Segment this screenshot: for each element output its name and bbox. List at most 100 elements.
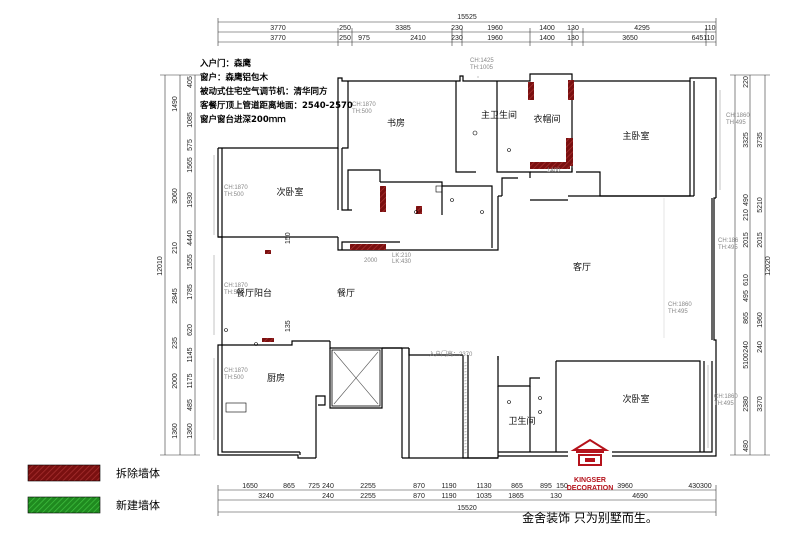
svg-text:130: 130 — [550, 493, 562, 500]
svg-text:240: 240 — [743, 341, 750, 353]
dim-left-total: 12010 — [157, 256, 164, 276]
note-entrance-height: 入户门高：2370 — [429, 350, 473, 358]
svg-text:480: 480 — [743, 440, 750, 452]
entry-corridor — [464, 362, 467, 455]
svg-text:窗户：森鹰铝包木: 窗户：森鹰铝包木 — [200, 72, 269, 83]
svg-text:1035: 1035 — [476, 493, 492, 500]
top-dimensions — [217, 18, 717, 46]
svg-text:客餐厅顶上管道距离地面：2540-2570: 客餐厅顶上管道距离地面：2540-2570 — [199, 100, 353, 111]
svg-text:1360: 1360 — [172, 423, 179, 439]
svg-text:4295: 4295 — [634, 25, 650, 32]
svg-text:645110: 645110 — [692, 35, 715, 42]
svg-text:CH:1425: CH:1425 — [470, 58, 494, 64]
svg-text:620: 620 — [187, 324, 194, 336]
svg-text:CH:1860: CH:1860 — [668, 302, 692, 308]
svg-text:3650: 3650 — [622, 35, 638, 42]
svg-text:4440: 4440 — [187, 230, 194, 246]
bottom-dimensions — [217, 485, 717, 516]
svg-text:3060: 3060 — [172, 188, 179, 204]
brand-name: KINGSER — [574, 477, 606, 484]
svg-text:TH:500: TH:500 — [224, 290, 244, 296]
svg-text:865: 865 — [511, 483, 523, 490]
brand-sub: DECORATION — [567, 485, 614, 492]
svg-text:1960: 1960 — [487, 35, 503, 42]
note-135: 135 — [285, 320, 292, 332]
svg-text:240: 240 — [322, 493, 334, 500]
svg-text:CH:1870: CH:1870 — [224, 185, 248, 191]
svg-text:250: 250 — [339, 35, 351, 42]
svg-text:250: 250 — [339, 25, 351, 32]
svg-text:2015: 2015 — [757, 232, 764, 248]
svg-text:495: 495 — [743, 290, 750, 302]
room-second-bedroom-2: 次卧室 — [622, 393, 649, 405]
svg-text:870: 870 — [413, 493, 425, 500]
svg-text:865: 865 — [283, 483, 295, 490]
svg-text:230: 230 — [451, 35, 463, 42]
svg-text:1930: 1930 — [187, 192, 194, 208]
svg-text:被动式住宅空气调节机：清华同方: 被动式住宅空气调节机：清华同方 — [200, 86, 328, 97]
svg-text:430300: 430300 — [688, 483, 711, 490]
svg-text:1960: 1960 — [487, 25, 503, 32]
svg-text:2410: 2410 — [410, 35, 426, 42]
note-lk-sm: 2000 — [364, 258, 378, 264]
room-dining-balcony: 餐厅阳台 — [236, 287, 272, 299]
dim-left-row1: 1490 3060 210 2845 235 2000 1360 — [172, 96, 179, 439]
room-kitchen: 厨房 — [267, 372, 285, 384]
svg-text:1565: 1565 — [187, 157, 194, 173]
svg-text:TH:495: TH:495 — [726, 120, 746, 126]
svg-text:TH:500: TH:500 — [224, 375, 244, 381]
dim-top-total: 15525 — [457, 14, 477, 21]
svg-text:575: 575 — [187, 139, 194, 151]
dim-top-row2: 3770 250 975 2410 230 1960 1400 130 3650… — [270, 35, 714, 42]
right-dimensions — [730, 74, 770, 456]
svg-text:5100: 5100 — [743, 353, 750, 369]
svg-text:485: 485 — [187, 399, 194, 411]
svg-text:1175: 1175 — [187, 373, 194, 388]
svg-text:1190: 1190 — [441, 493, 456, 500]
dim-bottom-row2: 3240 240 2255 870 1190 1035 1865 130 469… — [258, 493, 648, 500]
room-study: 书房 — [387, 117, 405, 129]
svg-text:1960: 1960 — [757, 312, 764, 328]
fixtures — [224, 130, 542, 414]
svg-text:2845: 2845 — [172, 288, 179, 304]
svg-text:1650: 1650 — [242, 483, 258, 490]
room-dining: 餐厅 — [337, 287, 355, 299]
svg-text:870: 870 — [413, 483, 425, 490]
dim-right-total: 12020 — [765, 256, 772, 276]
svg-text:CH:1860: CH:1860 — [726, 113, 750, 119]
legend-demolish-swatch — [27, 464, 101, 482]
svg-text:TH:495: TH:495 — [668, 309, 688, 315]
svg-text:3385: 3385 — [395, 25, 411, 32]
svg-text:1130: 1130 — [476, 483, 491, 490]
svg-text:窗户窗台进深200ｍｍ: 窗户窗台进深200ｍｍ — [200, 114, 286, 125]
ceiling-heights: CH:1425 TH:1005 CH:1870 TH:500 CH:1870 T… — [224, 58, 750, 407]
note-small-dim: 1400 — [547, 168, 561, 174]
svg-text:入户门：森鹰: 入户门：森鹰 — [199, 58, 252, 69]
room-master-bath: 主卫生间 — [481, 109, 517, 121]
room-bathroom: 卫生间 — [508, 415, 535, 427]
svg-text:5210: 5210 — [757, 197, 764, 213]
svg-text:1400: 1400 — [539, 25, 555, 32]
room-master-bedroom: 主卧室 — [622, 130, 649, 142]
svg-text:130: 130 — [567, 25, 579, 32]
dim-right-row1: 220 3325 490 210 2015 610 495 865 240 51… — [743, 76, 750, 452]
left-dimensions — [160, 74, 200, 456]
svg-text:3770: 3770 — [270, 25, 286, 32]
demolished-walls — [262, 80, 574, 342]
svg-text:CH:1870: CH:1870 — [224, 368, 248, 374]
svg-text:CH:1870: CH:1870 — [224, 283, 248, 289]
svg-text:1490: 1490 — [172, 96, 179, 112]
svg-text:2255: 2255 — [360, 493, 376, 500]
svg-text:130: 130 — [567, 35, 579, 42]
svg-text:1865: 1865 — [508, 493, 524, 500]
svg-text:1400: 1400 — [539, 35, 555, 42]
svg-text:4690: 4690 — [632, 493, 648, 500]
svg-text:1190: 1190 — [441, 483, 456, 490]
svg-text:110: 110 — [704, 25, 715, 32]
note-lk-3: LK:430 — [392, 259, 412, 265]
svg-text:725: 725 — [308, 483, 320, 490]
svg-text:3735: 3735 — [757, 132, 764, 148]
svg-text:CH:186: CH:186 — [718, 238, 739, 244]
